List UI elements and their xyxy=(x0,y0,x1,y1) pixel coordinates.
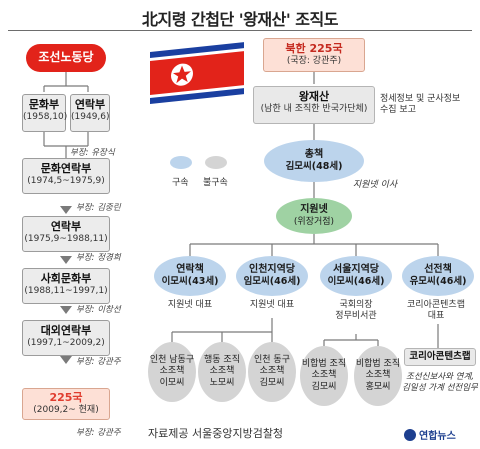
north-korea-flag-icon xyxy=(150,42,244,104)
cell-line1: 행동 조직 xyxy=(204,355,240,366)
chain-dates: (1975,9~1988,11) xyxy=(24,234,108,245)
nk-225-sub: (국장: 강관주) xyxy=(286,56,342,67)
jiwonnet-sub: (위장거점) xyxy=(293,216,335,227)
nk-225-box: 북한 225국 (국장: 강관주) xyxy=(263,38,365,72)
chief-note: 부장: 강관주 xyxy=(76,357,121,367)
leader-node-propaganda: 선전책 유모씨(46세) xyxy=(402,256,474,296)
branch-box-1: 문화부 (1958,10) xyxy=(22,94,68,132)
wangjaesan-name: 왕재산 xyxy=(298,90,330,103)
leader-node-incheon: 인천지역당 임모씨(46세) xyxy=(236,256,308,296)
chain-dates: (1988,11~1997,1) xyxy=(24,286,108,297)
branch-box-2: 연락부 (1949,6) xyxy=(70,94,110,132)
cell-line3: 김모씨 xyxy=(259,377,285,388)
chain-name: 문화연락부 xyxy=(40,162,92,175)
yonhap-logo-text: 연합뉴스 xyxy=(419,431,456,442)
leader-role: 선전책 xyxy=(424,263,452,275)
intel-report-caption: 정세정보 및 군사정보 수집 보고 xyxy=(380,94,461,116)
chongchaek-node: 총책 김모씨(48세) xyxy=(264,140,364,182)
cell-node: 비합법 조직 소조책 홍모씨 xyxy=(354,346,402,406)
chongchaek-caption: 지원넷 이사 xyxy=(352,180,398,190)
cell-line2: 소조책 xyxy=(209,366,235,377)
yonhap-logo-icon xyxy=(404,428,416,441)
cell-line1: 비합법 조직 xyxy=(301,359,347,370)
leader-role: 서울지역당 xyxy=(333,263,379,275)
legend-detained-swatch xyxy=(170,156,192,169)
company-name: 코리아콘텐츠랩 xyxy=(409,351,471,362)
leader-caption: 코리아콘텐츠랩 대표 xyxy=(407,300,465,322)
leader-person: 이모씨(46세) xyxy=(327,276,385,288)
cell-line2: 소조책 xyxy=(311,370,337,381)
jiwonnet-node: 지원넷 (위장거점) xyxy=(276,198,352,234)
chain-dates: (1974,5~1975,9) xyxy=(27,176,105,187)
chain-box-3: 사회문화부 (1988,11~1997,1) xyxy=(22,268,110,304)
cell-line2: 소조책 xyxy=(159,366,185,377)
legend-not-detained-swatch xyxy=(205,156,227,169)
company-desc: 조선신보사와 연계, 김일성 가계 선전임무 xyxy=(402,372,478,393)
party-label: 조선노동당 xyxy=(38,50,94,65)
chongchaek-person: 김모씨(48세) xyxy=(285,161,343,173)
leader-person: 이모씨(43세) xyxy=(161,276,219,288)
leader-role: 연락책 xyxy=(176,263,204,275)
cell-node: 비합법 조직 소조책 김모씨 xyxy=(300,346,348,406)
cell-line3: 이모씨 xyxy=(159,377,185,388)
chief-note: 부장: 이창선 xyxy=(76,305,121,315)
chief-note: 부장: 강관주 xyxy=(76,428,121,438)
chain-name: 대외연락부 xyxy=(40,324,92,337)
legend-not-detained-label: 불구속 xyxy=(203,178,228,188)
branch-name: 문화부 xyxy=(28,98,60,111)
chain-dates: (2009,2~ 현재) xyxy=(33,405,99,416)
chain-dates: (1997,1~2009,2) xyxy=(27,338,105,349)
leader-person: 임모씨(46세) xyxy=(243,276,301,288)
wangjaesan-sub: (남한 내 조직한 반국가단체) xyxy=(260,104,368,115)
cell-node: 인천 동구 소조책 김모씨 xyxy=(248,342,296,402)
leader-node-liaison: 연락책 이모씨(43세) xyxy=(154,256,226,296)
cell-line2: 소조책 xyxy=(259,366,285,377)
branch-dates: (1958,10) xyxy=(23,112,68,123)
yonhap-logo: 연합뉴스 xyxy=(404,427,456,442)
cell-node: 인천 남동구 소조책 이모씨 xyxy=(148,342,196,402)
cell-line1: 인천 동구 xyxy=(254,355,290,366)
leader-caption: 국회의장 정무비서관 xyxy=(335,300,377,322)
legend-detained-label: 구속 xyxy=(172,178,189,188)
leader-role: 인천지역당 xyxy=(249,263,295,275)
chief-note: 부장: 유장식 xyxy=(70,148,115,158)
cell-line2: 소조책 xyxy=(365,370,391,381)
chain-box-1: 문화연락부 (1974,5~1975,9) xyxy=(22,158,110,194)
chain-box-2: 연락부 (1975,9~1988,11) xyxy=(22,216,110,252)
chain-box-4: 대외연락부 (1997,1~2009,2) xyxy=(22,320,110,356)
title-divider xyxy=(8,30,472,31)
chain-name: 연락부 xyxy=(50,220,82,233)
leader-person: 유모씨(46세) xyxy=(409,276,467,288)
chongchaek-role: 총책 xyxy=(304,148,324,160)
party-box: 조선노동당 xyxy=(26,44,106,72)
chief-note: 부장: 정경희 xyxy=(76,253,121,263)
cell-line3: 김모씨 xyxy=(311,381,337,392)
wangjaesan-box: 왕재산 (남한 내 조직한 반국가단체) xyxy=(253,86,375,124)
page-title: 北지령 간첩단 '왕재산' 조직도 xyxy=(142,10,338,29)
chief-note: 부장: 김중린 xyxy=(76,203,121,213)
chain-name: 225국 xyxy=(49,391,83,404)
cell-line1: 비합법 조직 xyxy=(355,359,401,370)
nk-225-name: 북한 225국 xyxy=(285,42,343,55)
leader-node-seoul: 서울지역당 이모씨(46세) xyxy=(320,256,392,296)
cell-line3: 홍모씨 xyxy=(365,381,391,392)
cell-line3: 노모씨 xyxy=(209,377,235,388)
leader-caption: 지원넷 대표 xyxy=(249,300,295,310)
leader-caption: 지원넷 대표 xyxy=(167,300,213,310)
cell-line1: 인천 남동구 xyxy=(149,355,195,366)
chain-name: 사회문화부 xyxy=(40,272,92,285)
company-box: 코리아콘텐츠랩 xyxy=(404,348,476,366)
source-credit: 자료제공 서울중앙지방검찰청 xyxy=(148,427,284,440)
cell-node: 행동 조직 소조책 노모씨 xyxy=(198,342,246,402)
jiwonnet-name: 지원넷 xyxy=(300,204,328,216)
chain-box-current: 225국 (2009,2~ 현재) xyxy=(22,388,110,420)
branch-dates: (1949,6) xyxy=(71,112,110,123)
branch-name: 연락부 xyxy=(74,98,106,111)
